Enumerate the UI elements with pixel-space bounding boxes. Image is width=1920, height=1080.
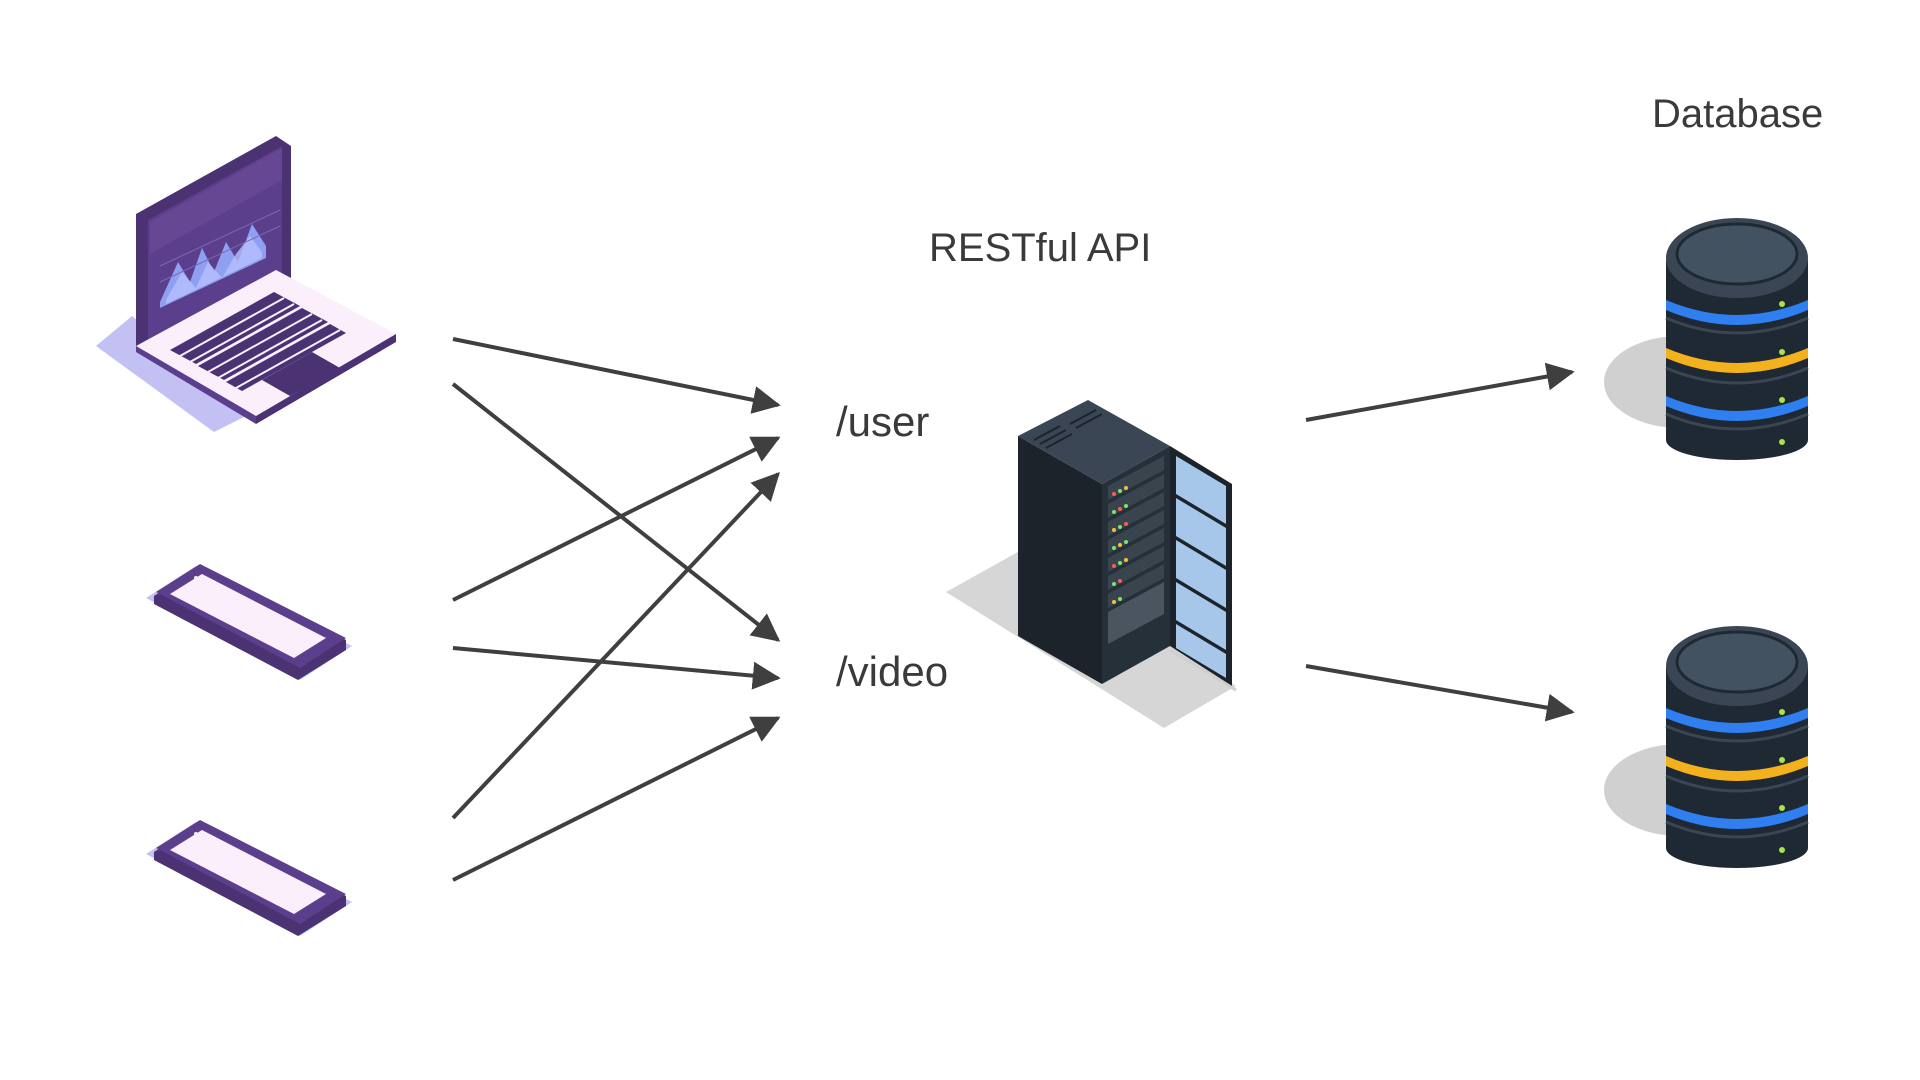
laptop-icon xyxy=(96,136,396,432)
database-icon xyxy=(1604,626,1809,868)
arrow-phone1-to-user xyxy=(452,436,781,602)
server-leds xyxy=(1112,486,1128,604)
database-icon xyxy=(1604,218,1809,460)
phone-icon xyxy=(146,820,352,936)
arrow-phone1-to-video xyxy=(452,646,781,690)
endpoint-user-label: /user xyxy=(836,398,930,445)
phone-icon xyxy=(146,564,352,680)
db-arrows xyxy=(1305,362,1575,722)
arrow-server-to-db1 xyxy=(1305,362,1575,422)
endpoint-video-label: /video xyxy=(836,648,949,695)
arrow-laptop-to-user xyxy=(452,337,781,414)
server-units xyxy=(1108,456,1164,644)
arrow-laptop-to-video xyxy=(451,382,781,642)
arrow-server-to-db2 xyxy=(1305,664,1575,722)
client-arrows xyxy=(451,337,781,882)
arrow-phone2-to-video xyxy=(452,716,781,882)
restful-api-label: RESTful API xyxy=(929,226,1152,270)
database-label: Database xyxy=(1652,92,1824,136)
server-rack-icon xyxy=(946,400,1237,728)
arrow-phone2-to-user xyxy=(451,471,780,820)
